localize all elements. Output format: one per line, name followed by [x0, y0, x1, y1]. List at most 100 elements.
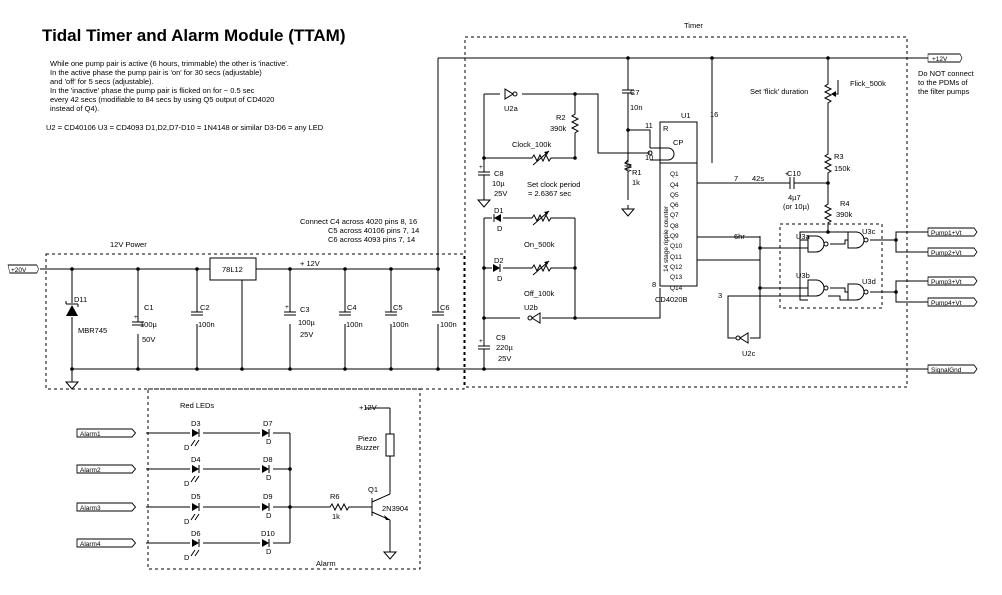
clock-pot[interactable]: Clock_100k — [512, 140, 555, 165]
c5-capacitor: C5 100n — [385, 303, 409, 329]
flick-pot[interactable]: Flick_500k Set 'flick' duration — [750, 79, 886, 108]
r2-label: R2 — [556, 113, 566, 122]
u1-output: Q4 — [670, 182, 679, 189]
u1-label: U1 — [681, 111, 691, 120]
led-d5: D5 D — [184, 492, 201, 526]
c6-value: 100n — [440, 320, 457, 329]
d6-label: D6 — [191, 529, 201, 538]
d2-part: D — [497, 274, 503, 283]
svg-text:+: + — [134, 314, 138, 321]
piezo-buzzer: Piezo Buzzer — [356, 433, 395, 457]
junction-dots — [70, 267, 440, 371]
d3-part: D — [184, 443, 190, 452]
alarm3-label: Alarm3 — [80, 505, 101, 512]
pin7-label: 7 — [734, 174, 738, 183]
d1-diode: D1 D — [493, 206, 504, 233]
led-d3: D3 D — [184, 419, 201, 452]
description-line: In the active phase the pump pair is 'on… — [50, 68, 262, 77]
u1-pin11: 11 — [645, 121, 653, 130]
filter-note: the filter pumps — [918, 87, 970, 96]
alarm3-port[interactable]: Alarm3 — [76, 502, 136, 512]
u2a-label: U2a — [504, 104, 519, 113]
diode-d9: D9 D — [261, 492, 273, 520]
d10-part: D — [266, 547, 272, 556]
description-text: While one pump pair is active (6 hours, … — [50, 59, 289, 113]
q1-transistor: Q1 2N3904 — [368, 485, 408, 520]
r3-resistor: R3 150k — [824, 149, 851, 178]
diode-d8: D8 D — [261, 455, 273, 482]
alarm4-port[interactable]: Alarm4 — [76, 538, 136, 548]
d4-label: D4 — [191, 455, 201, 464]
alarm2-port[interactable]: Alarm2 — [76, 464, 136, 474]
d4-part: D — [184, 479, 190, 488]
q1-label: Q1 — [368, 485, 378, 494]
c7-value: 10n — [630, 103, 643, 112]
d1-part: D — [497, 224, 503, 233]
u1-output: Q13 — [670, 274, 683, 281]
v12-output-port[interactable]: +12V — [927, 53, 963, 63]
on-pot[interactable]: On_500k — [524, 211, 555, 249]
pump1-label: Pump1+Vt — [931, 230, 962, 237]
c1-voltage: 50V — [142, 335, 155, 344]
pump1-port[interactable]: Pump1+Vt — [927, 227, 978, 237]
description-line: instead of Q4). — [50, 104, 99, 113]
timer-wiring — [437, 57, 928, 369]
on-pot-label: On_500k — [524, 240, 555, 249]
c9-capacitor: + C9 220µ 25V — [478, 333, 514, 363]
d6-part: D — [184, 553, 190, 562]
off-pot[interactable]: Off_100k — [524, 261, 555, 298]
c2-label: C2 — [200, 303, 210, 312]
u3a-label: U3a — [796, 232, 811, 241]
r1-value: 1k — [632, 178, 640, 187]
pump4-label: Pump4+Vt — [931, 300, 962, 307]
timer-section-label: Timer — [684, 21, 703, 30]
alarm-junction-dots — [288, 467, 292, 509]
timer-junction-dots — [436, 56, 898, 371]
d8-label: D8 — [263, 455, 273, 464]
v20-port-label: +20V — [11, 267, 27, 274]
svg-text:+: + — [479, 338, 483, 345]
diode-d10: D10 D — [261, 529, 275, 556]
u3c-label: U3c — [862, 227, 876, 236]
pump2-port[interactable]: Pump2+Vt — [927, 247, 978, 257]
alarm1-port[interactable]: Alarm1 — [76, 428, 136, 438]
pump3-port[interactable]: Pump3+Vt — [927, 276, 978, 286]
svg-text:+: + — [285, 304, 289, 311]
pin3-label: 3 — [718, 291, 722, 300]
ground-symbol — [477, 195, 491, 208]
description-line: every 42 secs (modifiable to 84 secs by … — [50, 95, 274, 104]
u2b-inverter: U2b — [524, 303, 541, 324]
pump4-port[interactable]: Pump4+Vt — [927, 297, 978, 307]
u1-output: Q12 — [670, 264, 683, 271]
u1-clock-gate-symbol — [647, 147, 675, 161]
u1-pin10: 10 — [645, 153, 653, 162]
u1-output: Q8 — [670, 223, 679, 230]
connect-note: C5 across 40106 pins 7, 14 — [328, 226, 419, 235]
c8-capacitor: + C8 10µ 25V — [478, 164, 507, 198]
signal-gnd-port[interactable]: SignalGnd — [927, 364, 978, 374]
d7-label: D7 — [263, 419, 273, 428]
u1-counter-chip: U1 16 R CP 11 10 8 Q1 Q4 Q5 Q6 Q7 Q8 Q9 … — [645, 110, 718, 304]
gate-group-box — [779, 223, 883, 309]
d7-part: D — [266, 437, 272, 446]
c4-value: 100n — [346, 320, 363, 329]
d9-part: D — [266, 511, 272, 520]
u2b-label: U2b — [524, 303, 538, 312]
d5-label: D5 — [191, 492, 201, 501]
led-d6: D6 D — [184, 529, 201, 562]
u1-pin16: 16 — [710, 110, 718, 119]
c3-capacitor: + C3 100µ 25V — [284, 304, 316, 339]
filter-note: Do NOT connect — [918, 69, 975, 78]
u1-output: Q6 — [670, 202, 679, 209]
c4-label: C4 — [347, 303, 357, 312]
filter-note: to the PDMs of — [918, 78, 969, 87]
u1-output: Q1 — [670, 171, 679, 178]
c8-value: 10µ — [492, 179, 505, 188]
u3c-gate: U3c — [847, 227, 876, 249]
d2-label: D2 — [494, 256, 504, 265]
svg-text:+: + — [785, 171, 789, 178]
u3b-label: U3b — [796, 271, 810, 280]
u3a-gate: U3a — [796, 232, 829, 253]
alarm4-label: Alarm4 — [80, 541, 101, 548]
r1-resistor: R1 1k — [624, 159, 642, 187]
